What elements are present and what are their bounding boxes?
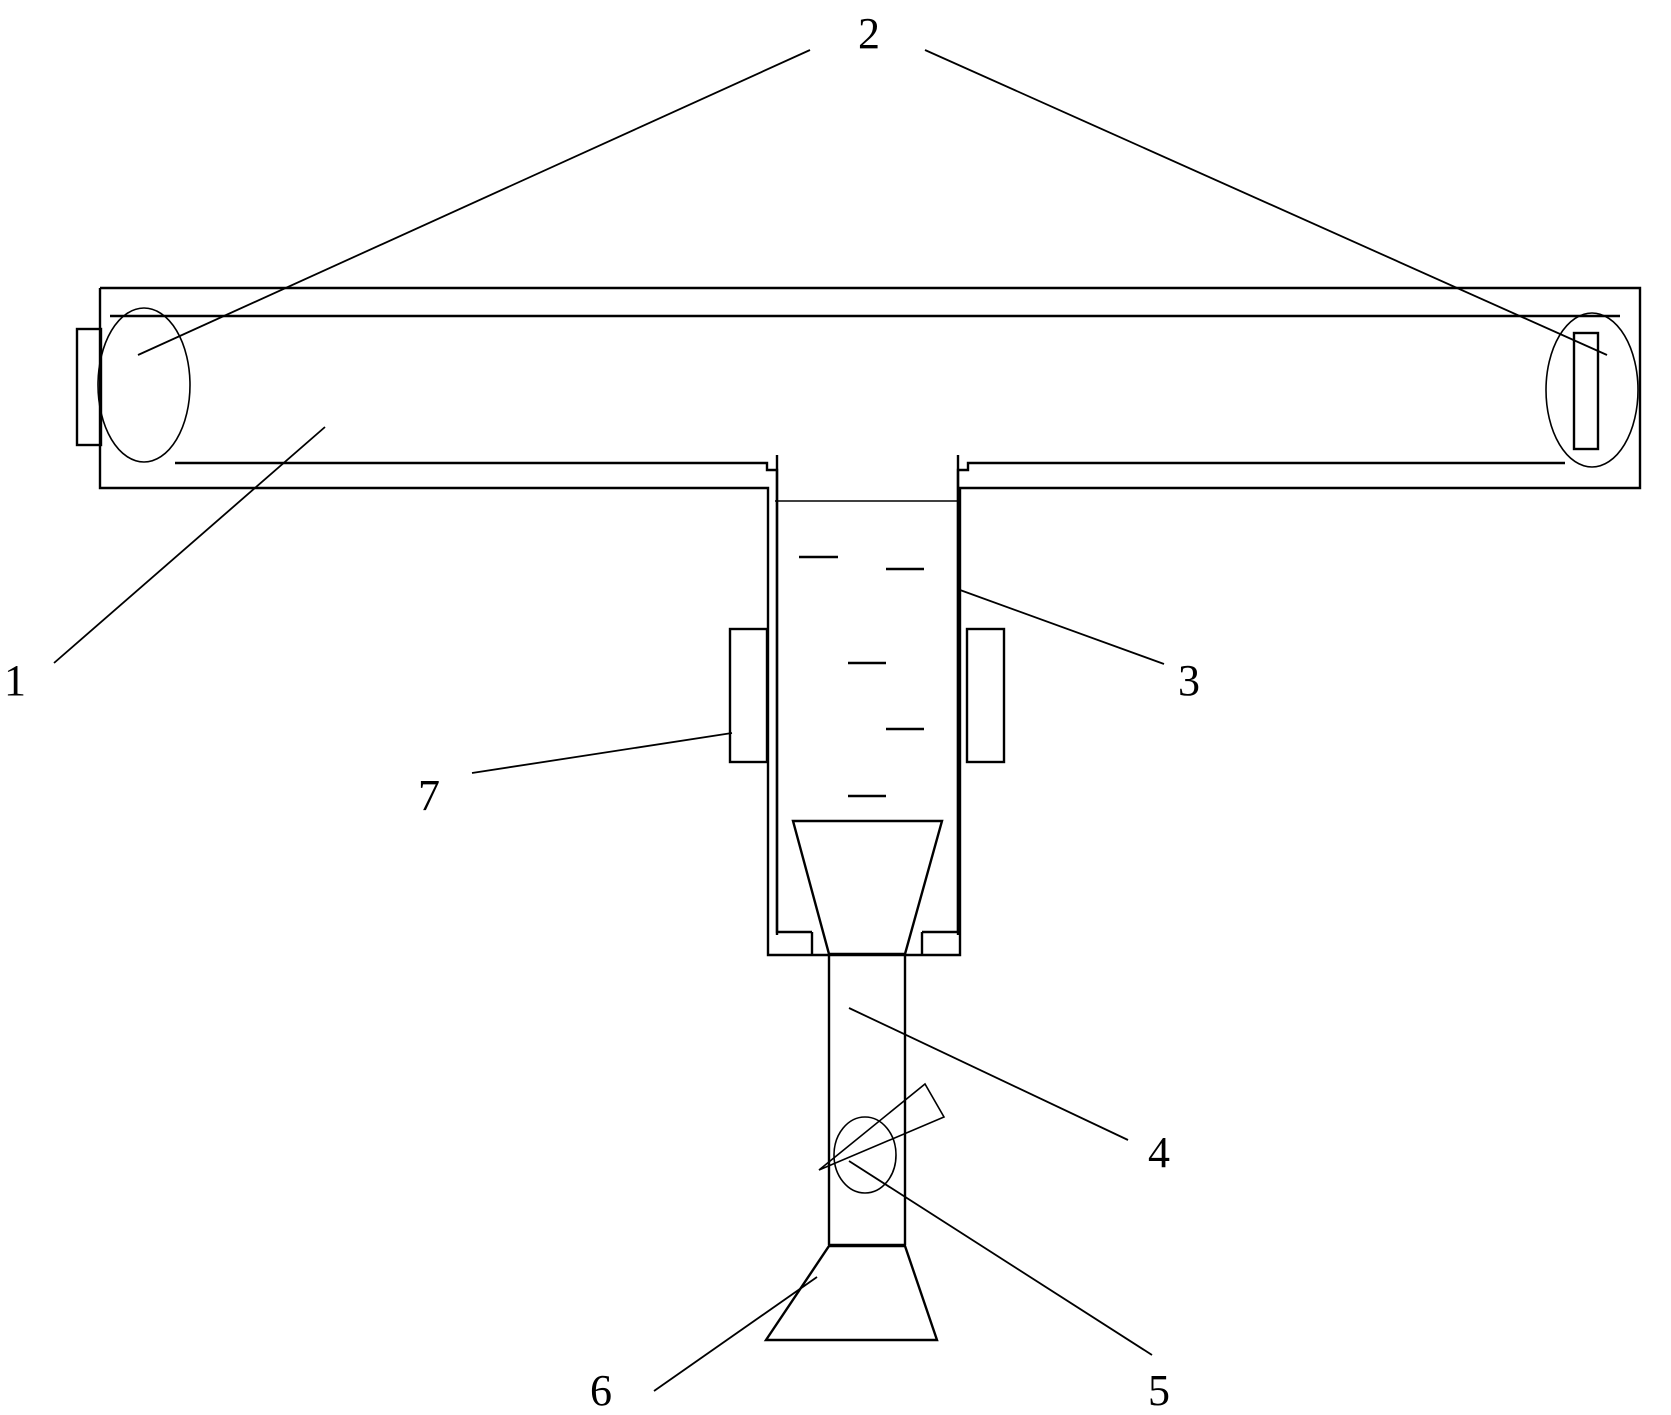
label-4: 4 [1148,1128,1170,1177]
reel-left [75,307,191,463]
discharge-tube [827,955,907,1247]
clamp-right [965,627,1006,764]
label-5: 5 [1148,1366,1170,1415]
valve [818,1082,946,1194]
beam-frame [98,286,1642,957]
hopper-container [775,500,960,798]
label-3: 3 [1178,656,1200,705]
funnel [791,819,944,956]
label-7: 7 [418,771,440,820]
nozzle [763,1244,939,1342]
leader-lines [53,49,1608,1392]
clamp-left [728,627,769,764]
reel-right [1545,312,1639,468]
label-1: 1 [4,656,26,705]
label-6: 6 [590,1366,612,1415]
label-2: 2 [858,9,880,58]
